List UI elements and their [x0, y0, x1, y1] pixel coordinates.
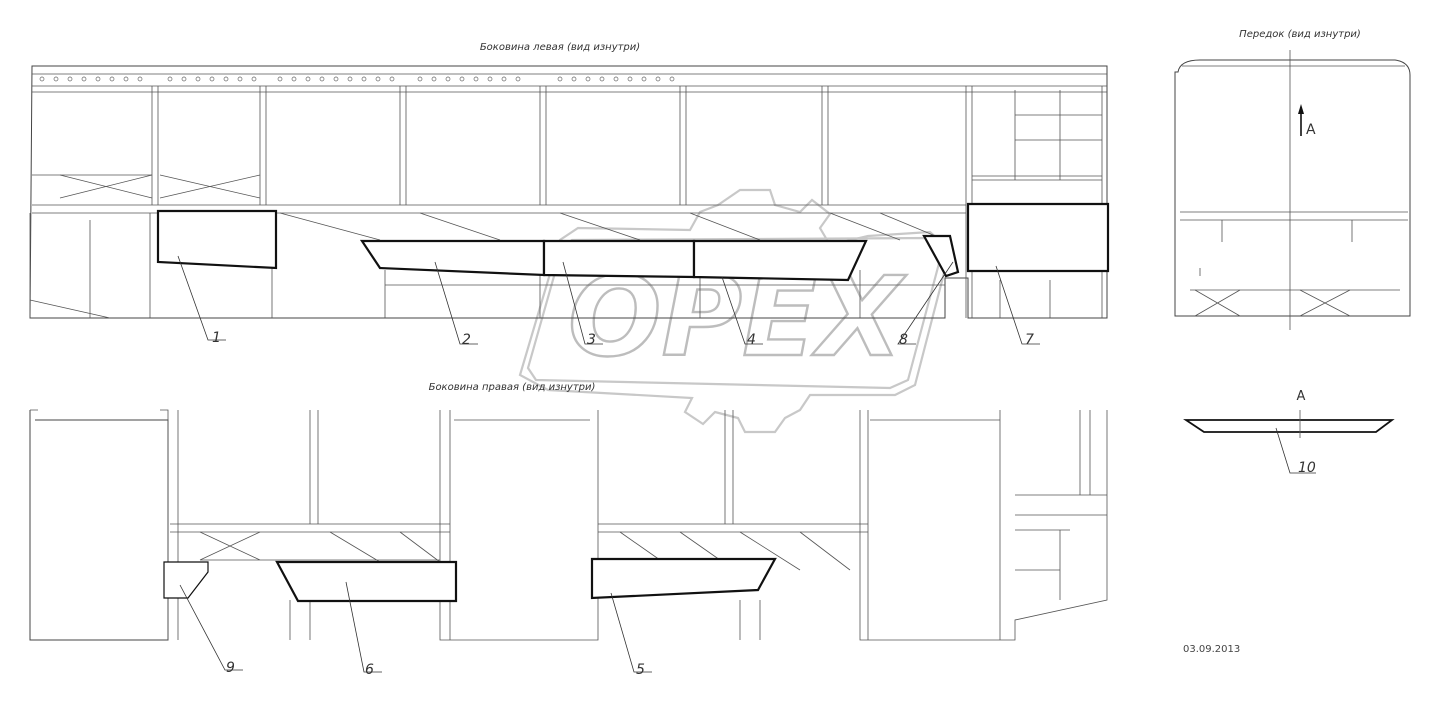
left-side-view: Боковина левая (вид изнутри): [29, 42, 1110, 348]
right-side-view: Боковина правая (вид изнутри) 9 6 5: [29, 382, 1108, 678]
callout-2: 2: [462, 332, 471, 348]
panel-8: [922, 234, 960, 278]
section-title: A: [1297, 389, 1306, 404]
panel-6: [275, 560, 458, 603]
callout-5: 5: [636, 662, 645, 678]
panel-5: [590, 557, 777, 600]
panel-7: [966, 202, 1110, 273]
front-view: Передок (вид изнутри) A A 10: [1174, 29, 1411, 476]
panel-4: [692, 239, 868, 282]
panel-3: [542, 239, 696, 279]
callout-8: 8: [899, 332, 908, 348]
callout-3: 3: [587, 332, 596, 348]
panel-10: [1183, 419, 1395, 433]
callout-1: 1: [212, 330, 221, 346]
section-mark: A: [1306, 122, 1316, 138]
callout-4: 4: [747, 332, 756, 348]
callout-9: 9: [226, 660, 235, 676]
callout-10: 10: [1298, 460, 1316, 476]
panel-1: [156, 209, 278, 270]
callout-7: 7: [1025, 332, 1034, 348]
drawing-date: 03.09.2013: [1183, 644, 1240, 655]
right-side-title: Боковина правая (вид изнутри): [429, 382, 596, 393]
panel-2: [359, 239, 546, 277]
callout-6: 6: [365, 662, 374, 678]
rivet-row: [39, 76, 675, 82]
panel-9: [163, 561, 209, 599]
front-view-title: Передок (вид изнутри): [1239, 29, 1361, 40]
left-side-title: Боковина левая (вид изнутри): [480, 42, 640, 53]
watermark-logo: OPEX: [518, 188, 952, 434]
